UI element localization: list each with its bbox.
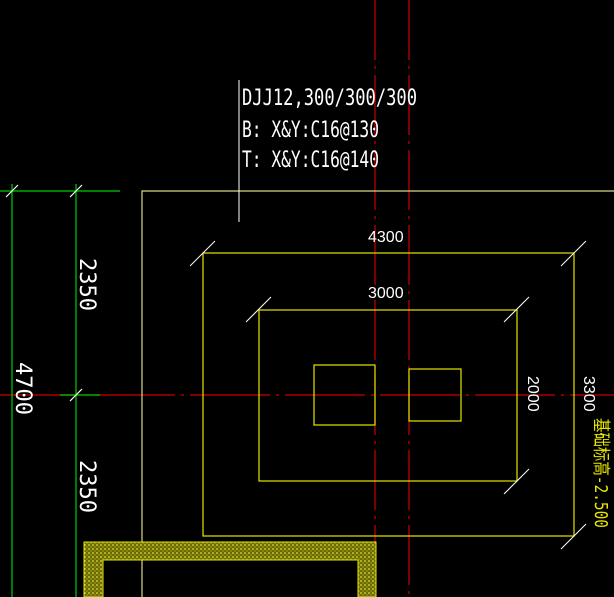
inner-width-dimension: 3000 [368,285,404,302]
foundation-annotation[interactable]: DJJ12,300/300/300 B: X&Y:C16@130 T: X&Y:… [242,86,417,173]
hatched-wall [83,541,377,597]
column-right [408,368,462,422]
left-dimension-lines [0,184,120,597]
outer-height-dimension: 3300 [580,376,597,412]
left-lower-dimension: 2350 [74,460,99,513]
outer-width-dimension: 4300 [368,229,404,246]
dimension-ticks [189,240,587,550]
annotation-line3: T: X&Y:C16@140 [242,148,379,173]
slab-boundary [141,190,614,597]
outer-pad [202,252,575,537]
elevation-label: 基础标高-2.500 [590,418,611,528]
inner-pad [258,309,518,482]
inner-height-dimension: 2000 [524,376,541,412]
left-total-dimension: 4700 [10,362,35,415]
column-left [313,364,376,426]
left-upper-dimension: 2350 [74,258,99,311]
annotation-line2: B: X&Y:C16@130 [242,118,379,143]
foundation-outline [141,190,614,597]
annotation-line1: DJJ12,300/300/300 [242,86,417,111]
